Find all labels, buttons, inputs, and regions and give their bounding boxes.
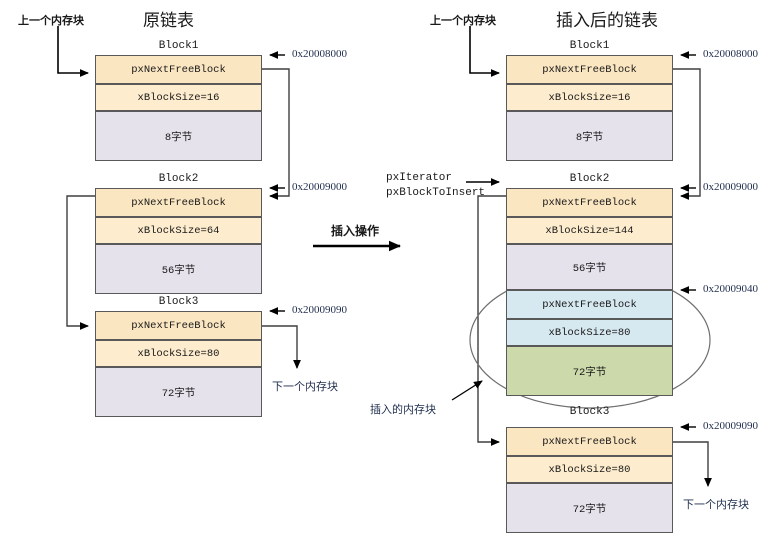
left-block3-payload-cell: 72字节 xyxy=(95,367,262,417)
right-block3-header-cell: pxNextFreeBlock xyxy=(506,427,673,456)
inserted-memory-block-label: 插入的内存块 xyxy=(370,403,436,416)
left-prev-connector xyxy=(57,26,89,77)
left-block1-payload-cell: 8字节 xyxy=(95,111,262,161)
right-block1-name: Block1 xyxy=(569,40,610,52)
inserted-block-payload-cell: 72字节 xyxy=(506,346,673,396)
inserted-block-header-cell: pxNextFreeBlock xyxy=(506,290,673,319)
right-block2-header-cell: pxNextFreeBlock xyxy=(506,188,673,217)
right-prev-connector xyxy=(469,26,500,77)
inserted-block-leader xyxy=(451,380,483,401)
left-link-block3-to-next xyxy=(262,325,301,369)
left-block2-name: Block2 xyxy=(158,173,199,185)
left-block2-payload-cell: 56字节 xyxy=(95,244,262,294)
left-block1-address: 0x20008000 xyxy=(292,48,347,60)
right-block2-address: 0x20009000 xyxy=(703,181,758,193)
right-block3-name: Block3 xyxy=(569,406,610,418)
right-link-block1-to-block2 xyxy=(673,68,701,200)
right-prev-memory-block-label: 上一个内存块 xyxy=(430,14,496,27)
left-prev-memory-block-label: 上一个内存块 xyxy=(18,14,84,27)
right-block1-address: 0x20008000 xyxy=(703,48,758,60)
right-block1-header-cell: pxNextFreeBlock xyxy=(506,55,673,84)
left-link-block2-to-block3 xyxy=(66,195,95,330)
right-link-block3-to-next xyxy=(673,441,712,487)
right-next-memory-block-label: 下一个内存块 xyxy=(683,498,749,511)
px-block-to-insert-label: pxBlockToInsert xyxy=(386,187,486,199)
left-diagram-title: 原链表 xyxy=(143,11,194,31)
right-diagram-title: 插入后的链表 xyxy=(556,11,658,31)
left-block2-header-cell: pxNextFreeBlock xyxy=(95,188,262,217)
left-block1-header-cell: pxNextFreeBlock xyxy=(95,55,262,84)
left-block3-header-cell: pxNextFreeBlock xyxy=(95,311,262,340)
left-block3-name: Block3 xyxy=(158,296,199,308)
px-iterator-label: pxIterator xyxy=(386,172,453,184)
right-block1-size-cell: xBlockSize=16 xyxy=(506,84,673,111)
right-block3-payload-cell: 72字节 xyxy=(506,483,673,533)
left-block1-size-cell: xBlockSize=16 xyxy=(95,84,262,111)
right-block3-address: 0x20009090 xyxy=(703,420,758,432)
right-block1-payload-cell: 8字节 xyxy=(506,111,673,161)
inserted-block-address: 0x20009040 xyxy=(703,283,758,295)
left-block3-address: 0x20009090 xyxy=(292,304,347,316)
right-block3-size-cell: xBlockSize=80 xyxy=(506,456,673,483)
left-link-block1-to-block2 xyxy=(262,68,290,200)
right-block2-payload-cell: 56字节 xyxy=(506,244,673,290)
left-block3-size-cell: xBlockSize=80 xyxy=(95,340,262,367)
left-block2-size-cell: xBlockSize=64 xyxy=(95,217,262,244)
left-block1-name: Block1 xyxy=(158,40,199,52)
right-block2-name: Block2 xyxy=(569,173,610,185)
right-block2-size-cell: xBlockSize=144 xyxy=(506,217,673,244)
left-next-memory-block-label: 下一个内存块 xyxy=(272,380,338,393)
left-block2-address: 0x20009000 xyxy=(292,181,347,193)
insert-operation-label: 插入操作 xyxy=(331,224,380,238)
right-link-block2-to-block3 xyxy=(477,195,506,446)
inserted-block-size-cell: xBlockSize=80 xyxy=(506,319,673,346)
